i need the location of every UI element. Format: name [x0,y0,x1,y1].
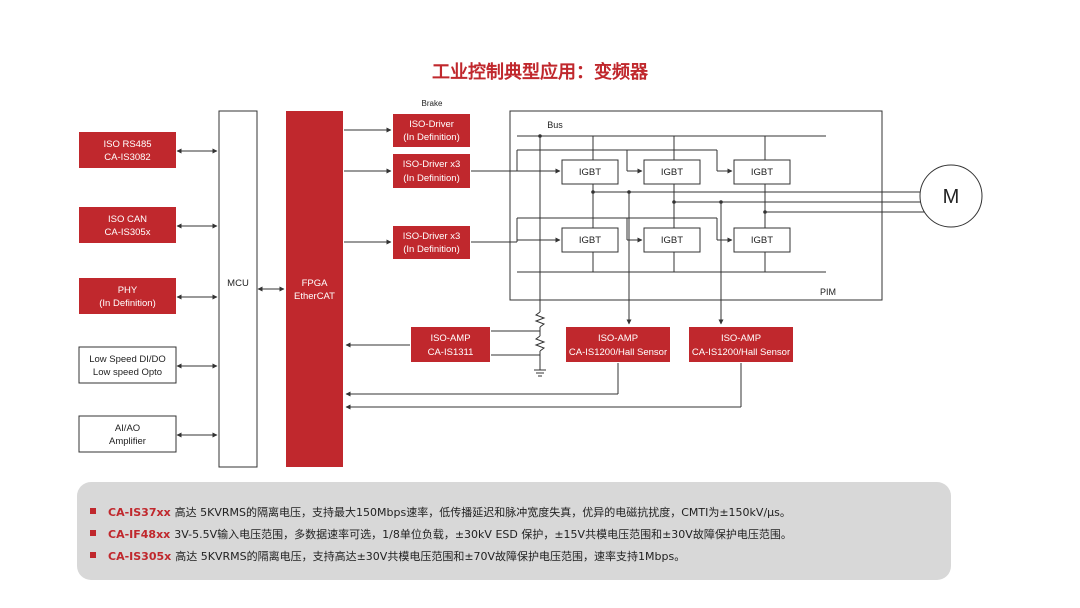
feature-notes-panel [77,482,951,580]
left-block-low-speed-dido: Low Speed DI/DO Low speed Opto [78,346,177,384]
fpga-block: FPGA EtherCAT [286,111,343,467]
left-block-aiao-amplifier: AI/AO Amplifier [78,415,177,453]
left-block-iso-can: ISO CAN CA-IS305x [79,207,176,243]
amp-line2: CA-IS1200/Hall Sensor [569,347,667,358]
left-block-line2: (In Definition) [99,298,156,309]
left-block-line1: AI/AO [115,423,140,434]
amp-ca-is1200-1: ISO-AMP CA-IS1200/Hall Sensor [566,327,670,362]
voltage-divider [491,311,546,377]
driver-line1: ISO-Driver [409,119,454,130]
note-part-number: CA-IF48xx [108,528,171,541]
left-block-line2: CA-IS3082 [104,152,150,163]
amp-line1: ISO-AMP [598,333,638,344]
driver-line1: ISO-Driver x3 [403,231,461,242]
bus-label: Bus [547,120,563,130]
igbt-lower-1: IGBT [561,227,619,253]
driver-line1: ISO-Driver x3 [403,159,461,170]
note-text: 高达 5KVRMS的隔离电压，支持最大150Mbps速率，低传播延迟和脉冲宽度失… [174,506,791,519]
igbt-label: IGBT [751,235,773,246]
igbt-label: IGBT [579,235,601,246]
bullet-square-icon [90,530,96,536]
igbt-lower-2: IGBT [643,227,701,253]
left-block-line2: Low speed Opto [93,367,162,378]
igbt-upper-1: IGBT [561,159,619,185]
bullet-square-icon [90,552,96,558]
feedback-lines [345,342,742,410]
note-part-number: CA-IS37xx [108,506,171,519]
amp-ca-is1311: ISO-AMP CA-IS1311 [411,327,490,362]
motor: M [919,164,983,228]
left-block-line1: ISO RS485 [103,139,151,150]
driver-upper-x3: ISO-Driver x3 (In Definition) [393,154,470,188]
igbt-label: IGBT [579,167,601,178]
left-arrows [176,148,218,438]
bullet-square-icon [90,508,96,514]
note-text: 高达 5KVRMS的隔离电压，支持高达±30V共模电压范围和±70V故障保护电压… [175,550,686,563]
amp-line1: ISO-AMP [430,333,470,344]
left-block-line1: Low Speed DI/DO [89,354,166,365]
igbt-wiring [471,134,925,325]
fpga-line1: FPGA [302,278,329,289]
left-block-line2: CA-IS305x [105,227,151,238]
driver-line2: (In Definition) [403,132,460,143]
amp-line2: CA-IS1311 [428,347,474,358]
fpga-line2: EtherCAT [294,291,335,302]
pim-module: PIM [509,110,883,301]
amp-line1: ISO-AMP [721,333,761,344]
left-block-phy: PHY (In Definition) [79,278,176,314]
driver-brake: ISO-Driver (In Definition) [393,114,470,147]
driver-lower-x3: ISO-Driver x3 (In Definition) [393,226,470,259]
igbt-upper-3: IGBT [733,159,791,185]
mcu-label: MCU [227,278,249,289]
pim-label: PIM [820,287,836,297]
driver-line2: (In Definition) [403,173,460,184]
igbt-label: IGBT [661,235,683,246]
mcu-block: MCU [218,110,258,468]
note-text: 3V-5.5V输入电压范围，多数据速率可选，1/8单位负载，±30kV ESD … [174,528,792,541]
igbt-upper-2: IGBT [643,159,701,185]
left-block-line1: PHY [118,285,138,296]
motor-label: M [943,186,960,208]
driver-line2: (In Definition) [403,244,460,255]
amp-ca-is1200-2: ISO-AMP CA-IS1200/Hall Sensor [689,327,793,362]
igbt-lower-3: IGBT [733,227,791,253]
amp-line2: CA-IS1200/Hall Sensor [692,347,790,358]
igbt-label: IGBT [661,167,683,178]
page-title: 工业控制典型应用：变频器 [432,62,648,83]
igbt-label: IGBT [751,167,773,178]
note-part-number: CA-IS305x [108,550,172,563]
fpga-driver-arrows [344,127,392,245]
left-block-line2: Amplifier [109,436,146,447]
brake-label: Brake [422,99,443,108]
left-block-line1: ISO CAN [108,214,147,225]
left-block-iso-rs485: ISO RS485 CA-IS3082 [79,132,176,168]
